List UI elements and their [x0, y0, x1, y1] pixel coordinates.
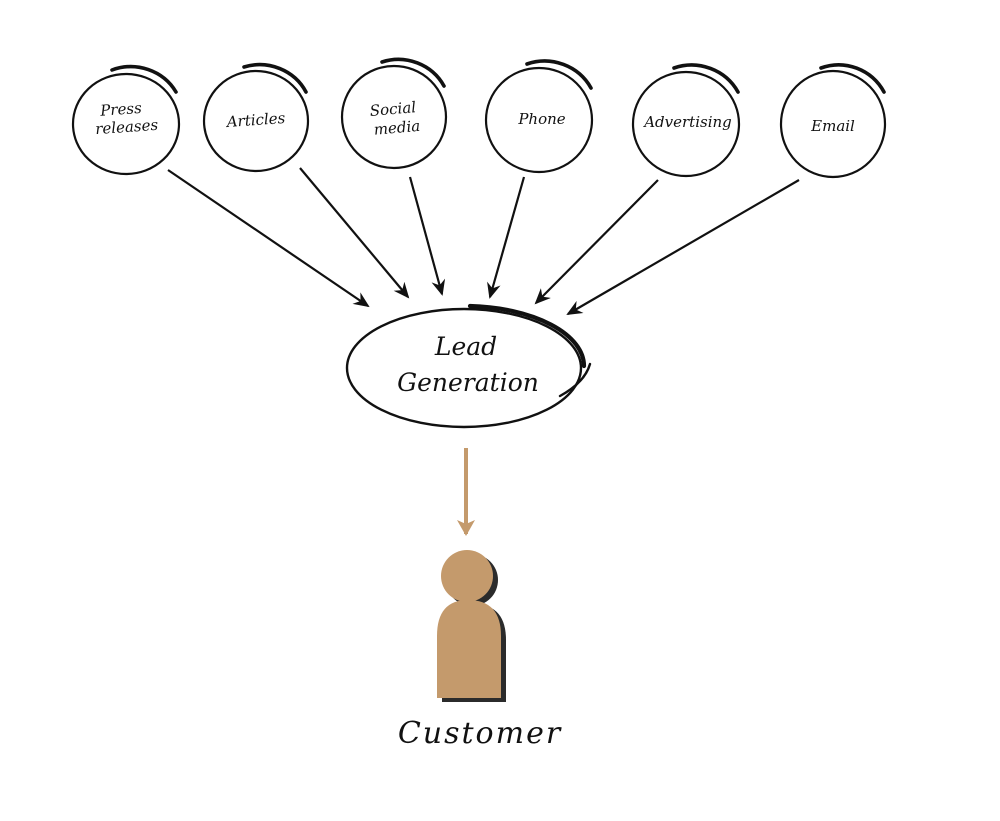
source-label-line: Advertising — [642, 113, 732, 131]
arrow-social-media-to-hub — [408, 176, 446, 296]
source-node-phone: Phone — [484, 59, 594, 174]
source-label-line: releases — [95, 116, 159, 138]
arrow-press-releases-to-hub — [167, 169, 370, 308]
customer-label: Customer — [398, 716, 562, 751]
source-node-social-media: Social media — [340, 57, 448, 170]
svg-text:Social media: Social media — [369, 98, 423, 139]
source-label-line: media — [373, 117, 421, 139]
source-node-advertising: Advertising — [631, 63, 741, 178]
hub-node-lead-generation: Lead Generation — [345, 303, 592, 429]
arrow-articles-to-hub — [299, 167, 410, 299]
hub-label-line: Lead — [434, 332, 497, 361]
svg-text:Press releases: Press releases — [93, 98, 159, 138]
svg-text:Phone: Phone — [517, 110, 565, 128]
svg-text:Articles: Articles — [224, 109, 286, 131]
customer-person-icon — [437, 550, 506, 702]
arrow-advertising-to-hub — [534, 179, 659, 305]
source-label-line: Email — [810, 117, 855, 135]
source-label-line: Press — [99, 99, 143, 120]
arrow-phone-to-hub — [487, 176, 526, 299]
source-label-line: Phone — [517, 110, 565, 128]
arrow-email-to-hub — [566, 179, 800, 316]
svg-text:Advertising: Advertising — [642, 113, 732, 131]
hub-label-line: Generation — [397, 368, 539, 397]
svg-text:Lead Generation: Lead Generation — [397, 332, 539, 397]
source-label-line: Articles — [224, 109, 286, 131]
source-node-email: Email — [779, 63, 887, 179]
source-node-press-releases: Press releases — [71, 64, 181, 176]
svg-text:Email: Email — [810, 117, 855, 135]
source-label-line: Social — [369, 98, 417, 120]
source-node-articles: Articles — [202, 62, 310, 173]
